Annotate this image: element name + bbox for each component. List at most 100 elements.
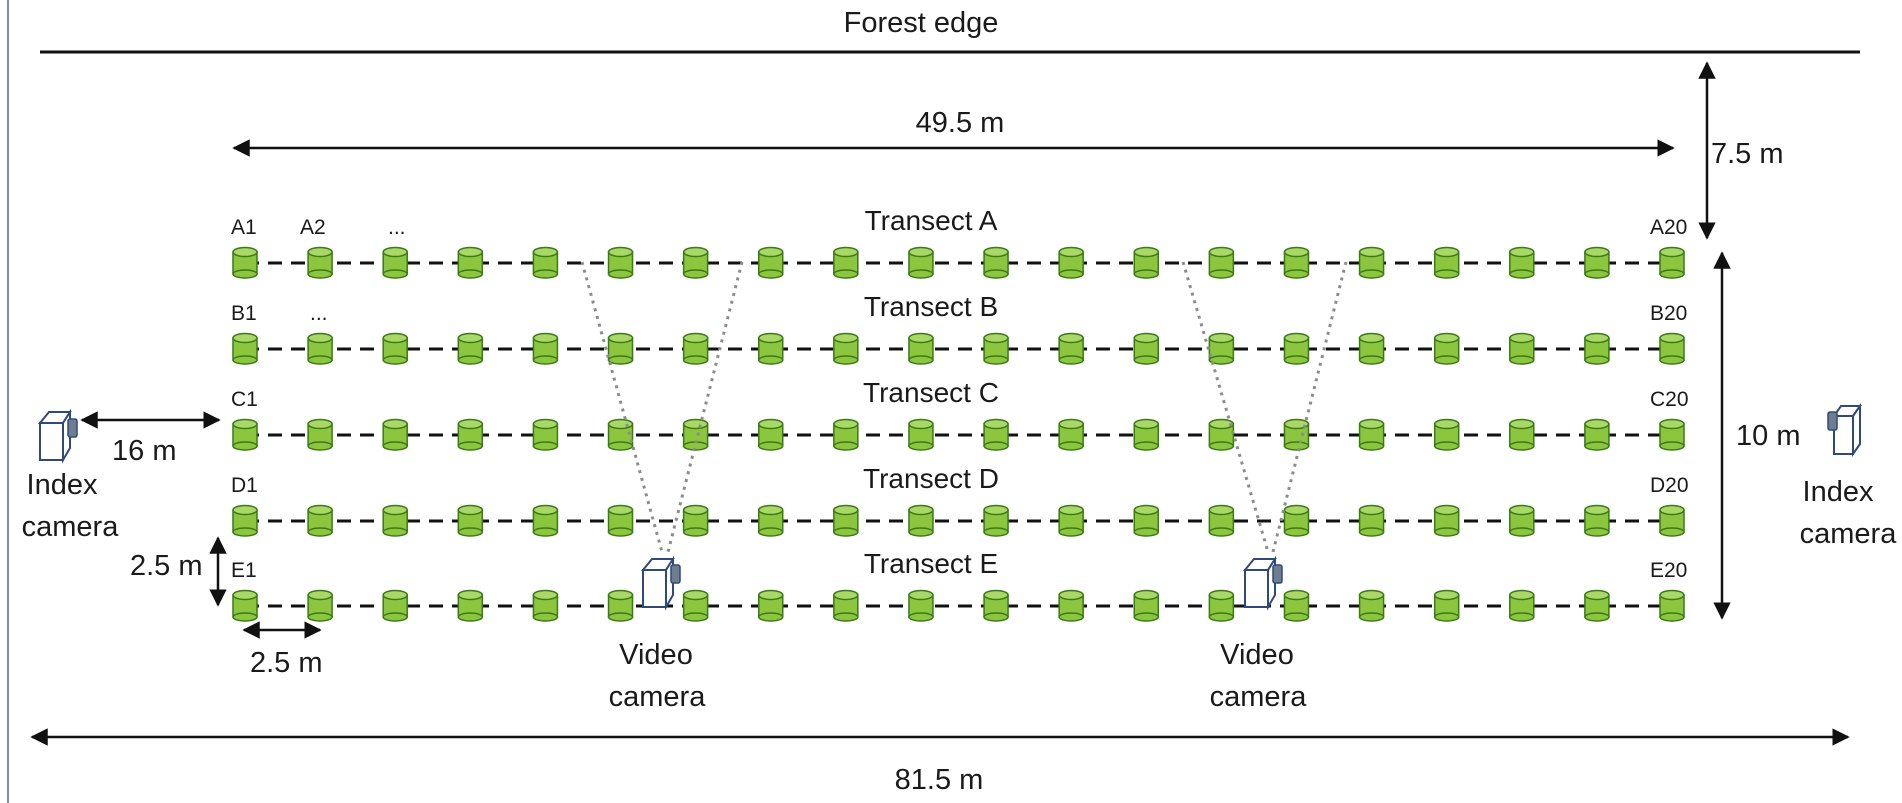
plant-pot-top: [1208, 418, 1235, 430]
plant-pot-top: [833, 504, 859, 516]
plant-pot-base: [232, 441, 258, 451]
plant-pot-top: [1509, 504, 1535, 516]
plant-pot-top: [532, 332, 559, 344]
plant-pot-top: [1509, 332, 1535, 344]
plant-pot-top: [457, 589, 484, 601]
plant-pot-top: [1133, 418, 1160, 430]
plant-pot-top: [232, 246, 258, 258]
plant-pot-top: [682, 246, 709, 258]
plant-id-ellipsis: ...: [388, 216, 406, 239]
plant-pot-top: [1283, 246, 1310, 258]
plant-pot-base: [607, 612, 634, 622]
plant-pot-base: [232, 527, 258, 537]
transect-title: Transect E: [864, 548, 998, 579]
plant-pot-top: [983, 504, 1009, 516]
plant-pot-base: [232, 269, 258, 279]
plant-pot-base: [1283, 612, 1310, 622]
camera-icon: [1242, 555, 1283, 611]
plant-pot-top: [232, 418, 258, 430]
video-camera-right-line2: camera: [1210, 681, 1308, 713]
plant-pot-top: [382, 332, 408, 344]
plant-pot-base: [1208, 269, 1235, 279]
plant-pot-base: [1659, 441, 1685, 451]
plant-pot-base: [607, 441, 634, 451]
plant-pot-base: [833, 612, 859, 622]
plant-pot-top: [833, 246, 859, 258]
plant-pot-top: [1433, 589, 1460, 601]
view-cone-line: [666, 261, 744, 553]
plant-pot-top: [983, 418, 1009, 430]
plant-pot-top: [532, 418, 559, 430]
plant-pot-top: [983, 589, 1009, 601]
plant-pot-base: [1509, 441, 1535, 451]
transect-title: Transect B: [864, 291, 998, 322]
plant-pot-top: [1058, 332, 1084, 344]
plant-pot-base: [1433, 441, 1460, 451]
plant-pot-top: [833, 418, 859, 430]
plant-pot-top: [682, 332, 709, 344]
plant-pot-top: [833, 589, 859, 601]
plant-pot-base: [1208, 355, 1235, 365]
plant-pot-top: [1058, 504, 1084, 516]
plant-spacing-label: 2.5 m: [250, 647, 323, 679]
plant-pot-base: [1283, 355, 1310, 365]
plant-pot-top: [908, 246, 934, 258]
transect-spacing-label: 2.5 m: [130, 550, 203, 582]
plant-pot-base: [1509, 612, 1535, 622]
plant-pot-top: [1133, 332, 1160, 344]
plant-pot-top: [1208, 589, 1235, 601]
plant-id-last: E20: [1650, 559, 1687, 582]
plant-pot-base: [532, 612, 559, 622]
plant-pot-base: [757, 612, 784, 622]
plant-pot-base: [757, 527, 784, 537]
plant-pot-top: [1058, 418, 1084, 430]
plant-pot-top: [1283, 332, 1310, 344]
plant-pot-base: [682, 355, 709, 365]
plant-pot-base: [1659, 612, 1685, 622]
plant-pot-top: [607, 504, 634, 516]
plant-pot-top: [382, 504, 408, 516]
plant-pot-top: [908, 504, 934, 516]
plant-pot-base: [232, 355, 258, 365]
plant-pot-base: [908, 612, 934, 622]
plant-pot-top: [1283, 589, 1310, 601]
plant-pot-top: [1283, 418, 1310, 430]
plant-pot-base: [1584, 355, 1610, 365]
plant-pot-base: [1584, 269, 1610, 279]
plant-pot-base: [1584, 527, 1610, 537]
plant-pot-top: [1433, 504, 1460, 516]
plant-pot-base: [682, 527, 709, 537]
plant-pot-top: [682, 589, 709, 601]
video-camera-left-line1: Video: [619, 639, 693, 671]
plant-pot-base: [1358, 355, 1385, 365]
plant-pot-top: [1659, 418, 1685, 430]
plant-pot-top: [1433, 418, 1460, 430]
plant-pot-top: [457, 504, 484, 516]
edge-distance-label: 7.5 m: [1711, 138, 1784, 170]
plant-pot-top: [1584, 589, 1610, 601]
plant-pot-top: [1584, 418, 1610, 430]
plant-pot-base: [382, 355, 408, 365]
plant-pot-top: [1584, 246, 1610, 258]
plant-pot-base: [908, 527, 934, 537]
plant-pot-base: [1433, 269, 1460, 279]
plant-id-first: D1: [231, 474, 258, 497]
plant-pot-base: [1659, 355, 1685, 365]
plant-pot-top: [908, 589, 934, 601]
plant-pot-base: [1584, 612, 1610, 622]
plant-pot-base: [1433, 612, 1460, 622]
plant-pot-top: [757, 332, 784, 344]
plant-pot-top: [307, 418, 333, 430]
plant-pot-base: [1358, 269, 1385, 279]
plant-pot-base: [1358, 612, 1385, 622]
plant-pot-top: [1659, 504, 1685, 516]
plant-pot-base: [1133, 527, 1160, 537]
plant-pot-top: [1208, 504, 1235, 516]
plant-pot-base: [307, 441, 333, 451]
plant-pot-base: [1133, 441, 1160, 451]
plant-pot-base: [1133, 269, 1160, 279]
plant-pot-base: [307, 527, 333, 537]
plant-pot-top: [1133, 504, 1160, 516]
plant-pot-base: [1058, 355, 1084, 365]
plant-pot-top: [607, 246, 634, 258]
